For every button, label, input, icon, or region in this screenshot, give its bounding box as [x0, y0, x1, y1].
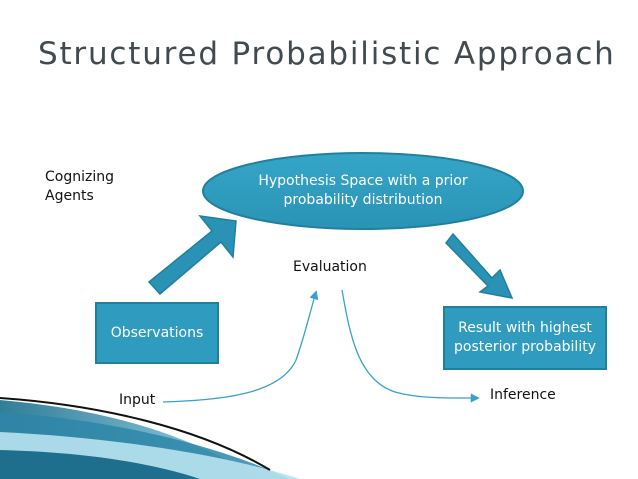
slide-title: Structured Probabilistic Approach — [38, 36, 616, 72]
inference-curve-arrow — [341, 289, 480, 403]
decorative-swoosh — [0, 397, 300, 479]
hypothesis-ellipse — [202, 152, 524, 230]
observations-node: Observations — [95, 302, 219, 364]
cognizing-agents-label: Cognizing Agents — [45, 169, 114, 204]
up-right-arrow — [147, 214, 237, 296]
down-right-arrow — [445, 232, 514, 299]
input-curve-arrow — [162, 290, 319, 403]
result-node: Result with highest posterior probabilit… — [443, 306, 607, 370]
input-label: Input — [119, 392, 156, 408]
hypothesis-space-label: Hypothesis Space with a prior probabilit… — [258, 173, 468, 208]
evaluation-label: Evaluation — [293, 259, 367, 275]
inference-label: Inference — [490, 387, 556, 403]
